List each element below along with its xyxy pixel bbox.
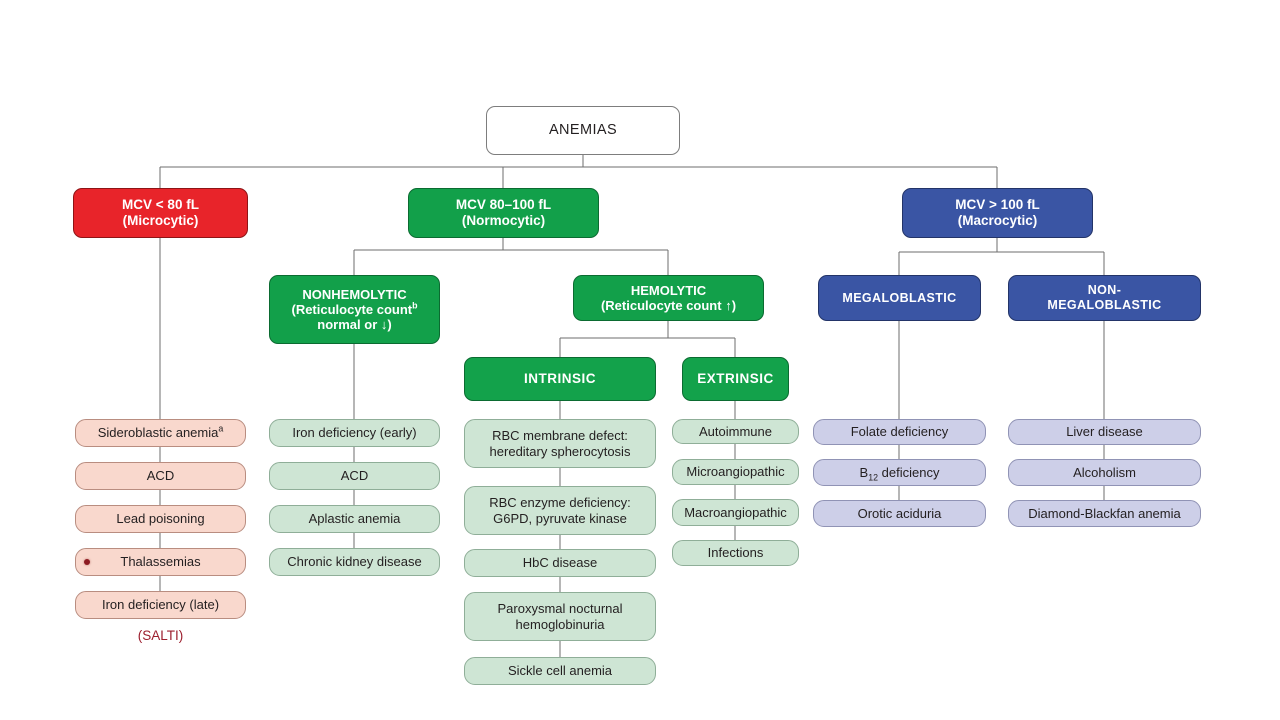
leaf-hbc-disease[interactable]: HbC disease (464, 549, 656, 577)
b12-subscript: 12 (868, 472, 879, 483)
leaf-iron-deficiency-early[interactable]: Iron deficiency (early) (269, 419, 440, 447)
leaf-chronic-kidney-disease[interactable]: Chronic kidney disease (269, 548, 440, 576)
leaf-sideroblastic-anemia-label: Sideroblastic anemiaa (76, 424, 245, 441)
leaf-diamond-blackfan-anemia[interactable]: Diamond-Blackfan anemia (1008, 500, 1201, 527)
leaf-paroxysmal-nocturnal-hemoglobinuria[interactable]: Paroxysmal nocturnal hemoglobinuria (464, 592, 656, 641)
node-nonhemolytic[interactable]: NONHEMOLYTIC (Reticulocyte countb normal… (269, 275, 440, 344)
leaf-1-text: ACD (146, 468, 175, 484)
leaf-lead-poisoning[interactable]: Lead poisoning (75, 505, 246, 533)
nonmegaloblastic-line1: NON- (1087, 283, 1122, 298)
hemolytic-line2: (Reticulocyte count ↑) (600, 298, 737, 313)
leaf-acd-microcytic[interactable]: ACD (75, 462, 246, 490)
node-hemolytic-label: HEMOLYTIC (Reticulocyte count ↑) (574, 283, 763, 314)
leaf-alcoholism[interactable]: Alcoholism (1008, 459, 1201, 486)
b12-post: deficiency (878, 464, 940, 480)
nonhem-leaf-0: Iron deficiency (early) (292, 425, 417, 441)
cursor-marker-icon (84, 559, 90, 565)
macrocytic-line2: (Macrocytic) (957, 213, 1038, 228)
hemolytic-line1: HEMOLYTIC (630, 282, 707, 298)
megalo-leaf-0: Folate deficiency (850, 424, 949, 440)
node-normocytic-label: MCV 80–100 fL (Normocytic) (409, 197, 598, 229)
nonmegalo-leaf-2: Diamond-Blackfan anemia (1028, 505, 1181, 521)
intrinsic-leaf-4: Sickle cell anemia (507, 663, 613, 679)
node-macrocytic[interactable]: MCV > 100 fL (Macrocytic) (902, 188, 1093, 238)
leaf-iron-deficiency-late[interactable]: Iron deficiency (late) (75, 591, 246, 619)
nonhem-leaf-1: ACD (340, 468, 369, 484)
leaf-liver-disease[interactable]: Liver disease (1008, 419, 1201, 445)
leaf-0-text: Sideroblastic anemia (97, 425, 219, 441)
leaf-infections[interactable]: Infections (672, 540, 799, 566)
nonhemolytic-line3: normal or ↓) (317, 317, 392, 333)
leaf-autoimmune[interactable]: Autoimmune (672, 419, 799, 444)
megalo-leaf-1: B12 deficiency (814, 464, 985, 483)
node-nonhemolytic-label: NONHEMOLYTIC (Reticulocyte countb normal… (270, 287, 439, 333)
leaf-acd-normocytic[interactable]: ACD (269, 462, 440, 490)
extrinsic-leaf-2: Macroangiopathic (684, 504, 787, 520)
extrinsic-leaf-1: Microangiopathic (686, 464, 785, 480)
node-anemias-label: ANEMIAS (548, 121, 618, 138)
leaf-4-text: Iron deficiency (late) (101, 597, 220, 613)
microcytic-line2: (Microcytic) (122, 213, 199, 228)
node-microcytic-label: MCV < 80 fL (Microcytic) (74, 197, 247, 229)
node-microcytic[interactable]: MCV < 80 fL (Microcytic) (73, 188, 248, 238)
leaf-rbc-membrane-defect[interactable]: RBC membrane defect: hereditary spherocy… (464, 419, 656, 468)
node-extrinsic[interactable]: EXTRINSIC (682, 357, 789, 401)
intrinsic-leaf-1: RBC enzyme deficiency: G6PD, pyruvate ki… (489, 495, 631, 526)
node-anemias[interactable]: ANEMIAS (486, 106, 680, 155)
node-non-megaloblastic-label: NON- MEGALOBLASTIC (1009, 283, 1200, 313)
nonhemolytic-line2: (Reticulocyte count (291, 301, 413, 317)
microcytic-line1: MCV < 80 fL (122, 197, 199, 213)
node-macrocytic-label: MCV > 100 fL (Macrocytic) (903, 197, 1092, 229)
normocytic-line2: (Normocytic) (461, 213, 546, 228)
microcytic-mnemonic: (SALTI) (137, 628, 184, 643)
intrinsic-leaf-3: Paroxysmal nocturnal hemoglobinuria (497, 601, 623, 632)
intrinsic-leaf-2: HbC disease (522, 555, 598, 571)
extrinsic-leaf-0: Autoimmune (699, 423, 772, 439)
leaf-sickle-cell-anemia[interactable]: Sickle cell anemia (464, 657, 656, 685)
nonhemolytic-line1: NONHEMOLYTIC (302, 286, 407, 302)
nonhem-leaf-3: Chronic kidney disease (287, 554, 422, 570)
node-extrinsic-label: EXTRINSIC (697, 371, 774, 387)
leaf-microangiopathic[interactable]: Microangiopathic (672, 459, 799, 485)
macrocytic-line1: MCV > 100 fL (955, 197, 1040, 213)
leaf-b12-deficiency[interactable]: B12 deficiency (813, 459, 986, 486)
node-intrinsic[interactable]: INTRINSIC (464, 357, 656, 401)
leaf-rbc-enzyme-deficiency[interactable]: RBC enzyme deficiency: G6PD, pyruvate ki… (464, 486, 656, 535)
megalo-leaf-2: Orotic aciduria (857, 505, 942, 521)
nonmegaloblastic-line2: MEGALOBLASTIC (1047, 298, 1162, 312)
node-intrinsic-label: INTRINSIC (524, 371, 596, 387)
nonmegalo-leaf-1: Alcoholism (1073, 464, 1136, 480)
leaf-2-text: Lead poisoning (116, 511, 205, 527)
node-megaloblastic[interactable]: MEGALOBLASTIC (818, 275, 981, 321)
intrinsic-leaf-0: RBC membrane defect: hereditary spherocy… (489, 428, 631, 459)
node-normocytic[interactable]: MCV 80–100 fL (Normocytic) (408, 188, 599, 238)
leaf-macroangiopathic[interactable]: Macroangiopathic (672, 499, 799, 526)
leaf-sideroblastic-anemia[interactable]: Sideroblastic anemiaa (75, 419, 246, 447)
leaf-3-text: Thalassemias (120, 554, 201, 570)
node-megaloblastic-label: MEGALOBLASTIC (842, 290, 957, 305)
leaf-0-sup: a (218, 424, 224, 434)
leaf-folate-deficiency[interactable]: Folate deficiency (813, 419, 986, 445)
nonhemolytic-superscript: b (412, 300, 418, 311)
b12-pre: B (859, 464, 869, 480)
leaf-thalassemias[interactable]: Thalassemias (75, 548, 246, 576)
node-non-megaloblastic[interactable]: NON- MEGALOBLASTIC (1008, 275, 1201, 321)
node-hemolytic[interactable]: HEMOLYTIC (Reticulocyte count ↑) (573, 275, 764, 321)
nonmegalo-leaf-0: Liver disease (1066, 424, 1143, 440)
leaf-orotic-aciduria[interactable]: Orotic aciduria (813, 500, 986, 527)
extrinsic-leaf-3: Infections (707, 545, 764, 561)
nonhem-leaf-2: Aplastic anemia (308, 511, 401, 527)
leaf-aplastic-anemia[interactable]: Aplastic anemia (269, 505, 440, 533)
normocytic-line1: MCV 80–100 fL (455, 197, 552, 213)
